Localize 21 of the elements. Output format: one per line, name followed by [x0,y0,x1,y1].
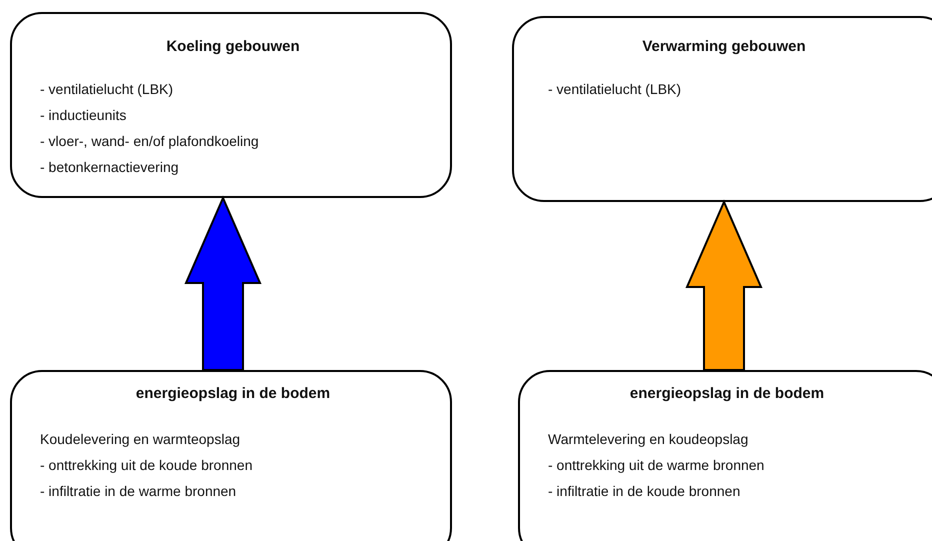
block-arrow [685,200,763,371]
box-text-line: - ventilatielucht (LBK) [548,80,682,98]
rounded-box [10,370,452,541]
rounded-box [518,370,932,541]
box-text-line: - onttrekking uit de warme bronnen [548,456,764,474]
box-text-line: - infiltratie in de warme bronnen [40,482,236,500]
box-text-line: Warmtelevering en koudeopslag [548,430,748,448]
box-text-line: - onttrekking uit de koude bronnen [40,456,252,474]
box-text-line: - ventilatielucht (LBK) [40,80,174,98]
box-text-line: Koudelevering en warmteopslag [40,430,240,448]
box-heading: Verwarming gebouwen [641,38,807,56]
box-heading: energieopslag in de bodem [134,385,332,403]
box-text-line: - vloer-, wand- en/of plafondkoeling [40,132,259,150]
block-arrow [184,196,262,371]
rounded-box [512,16,932,202]
box-text-line: - infiltratie in de koude bronnen [548,482,740,500]
rounded-box [10,12,452,198]
box-text-line: - inductieunits [40,106,126,124]
box-heading: Koeling gebouwen [165,38,301,56]
box-text-line: - betonkernactievering [40,158,179,176]
box-heading: energieopslag in de bodem [628,385,826,403]
